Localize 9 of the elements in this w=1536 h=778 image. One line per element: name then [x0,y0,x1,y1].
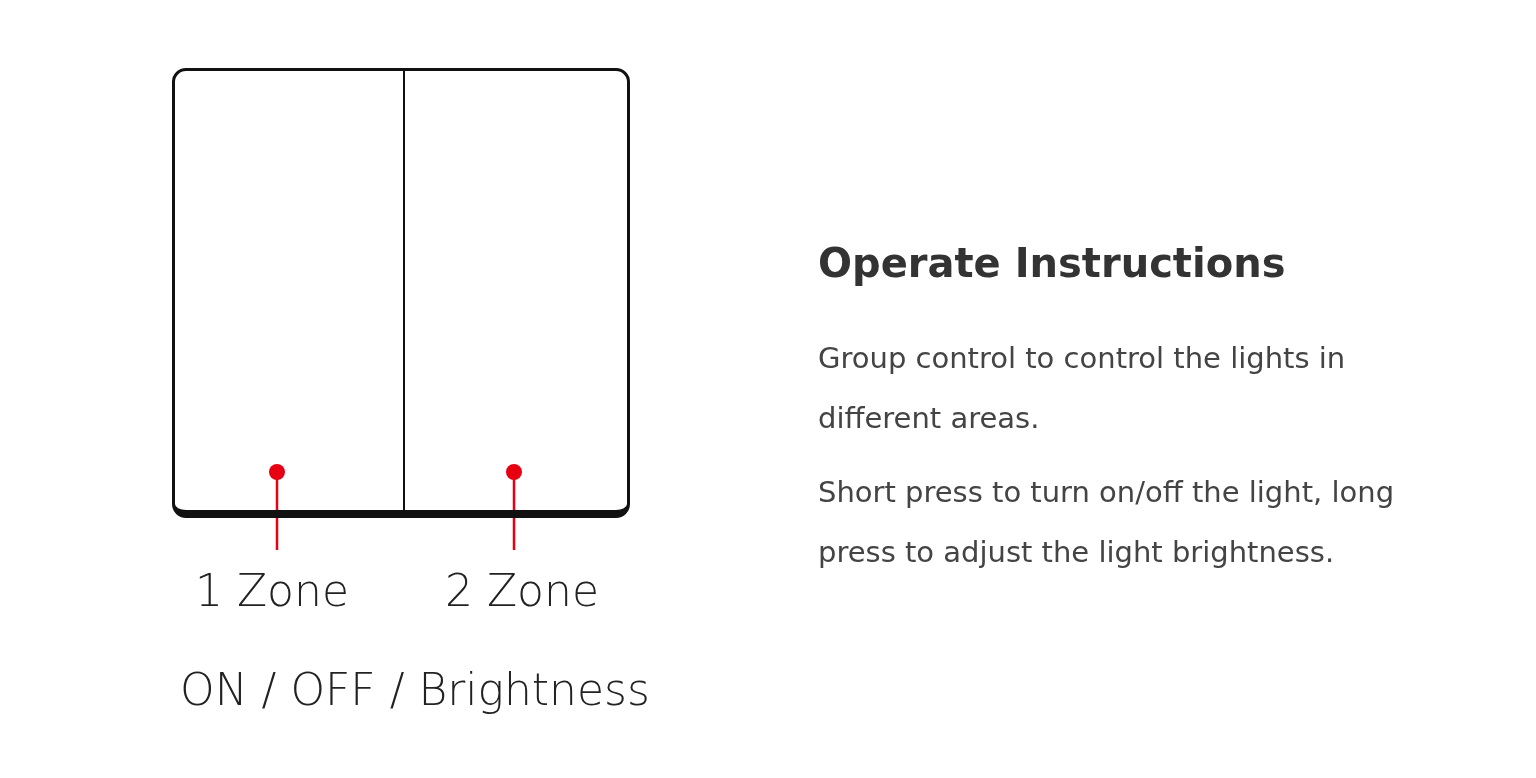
zone-label: 1 Zone [172,565,372,623]
zone-label: 2 Zone [422,565,622,623]
heading: Operate Instructions [818,240,1286,286]
switch-panel [172,68,630,518]
function-label: ON / OFF / Brightness [179,664,651,715]
instruction-text: Group control to control the lights in different areas. [818,340,1347,437]
leader-line [269,464,285,550]
instruction-text: Short press to turn on/off the light, long press to adjust the light brightness. [818,474,1396,571]
leader-line [506,464,522,550]
